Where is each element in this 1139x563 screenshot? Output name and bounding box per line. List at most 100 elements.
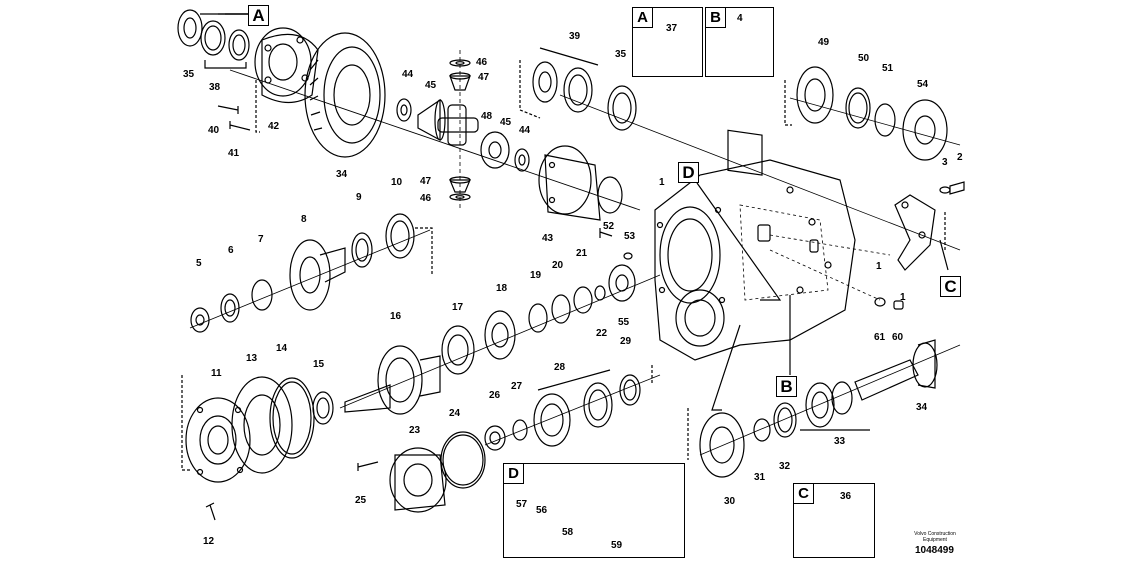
nut-5	[190, 307, 210, 333]
pinion-shaft-16	[344, 345, 441, 415]
callout-53: 53	[624, 231, 636, 242]
callout-2: 2	[957, 152, 963, 163]
bearing-39	[532, 61, 593, 113]
callout-32: 32	[779, 461, 791, 472]
callout-50: 50	[858, 53, 870, 64]
cover-13	[231, 376, 293, 474]
callout-24: 24	[449, 408, 461, 419]
callout-31: 31	[754, 472, 766, 483]
callout-39: 39	[569, 31, 581, 42]
callout-47-top: 47	[478, 72, 490, 83]
inset-b-tag: B	[705, 7, 726, 28]
callout-1-right-b: 1	[900, 292, 906, 303]
callout-35-center: 35	[615, 49, 627, 60]
spider-48	[437, 104, 479, 146]
inset-c-tag: C	[793, 483, 814, 504]
callout-40: 40	[208, 125, 220, 136]
side-gear-45a	[417, 98, 446, 142]
callout-5: 5	[196, 258, 202, 269]
bearing-49	[796, 66, 834, 124]
callout-43: 43	[542, 233, 554, 244]
ring-gear-34	[304, 32, 386, 158]
callout-27: 27	[511, 381, 523, 392]
bearing-33	[805, 381, 853, 428]
callout-54: 54	[917, 79, 929, 90]
callout-20: 20	[552, 260, 564, 271]
callout-21: 21	[576, 248, 588, 259]
brand-line-1: Volvo Construction	[914, 531, 956, 537]
inset-b-part: 4	[737, 13, 743, 24]
callout-7: 7	[258, 234, 264, 245]
callout-1-right-a: 1	[876, 261, 882, 272]
callout-61: 61	[874, 332, 886, 343]
cover-plate	[894, 194, 936, 271]
callout-23: 23	[409, 425, 421, 436]
callout-12: 12	[203, 536, 215, 547]
bearing-17	[441, 325, 475, 375]
inset-d-tag: D	[503, 463, 524, 484]
inset-a: A 37	[632, 7, 703, 77]
callout-46-top: 46	[476, 57, 488, 68]
flange-8	[289, 239, 346, 311]
callout-34-top: 34	[336, 169, 348, 180]
callout-10: 10	[391, 177, 403, 188]
cover-23	[389, 447, 447, 513]
inset-d-part-59: 59	[611, 540, 623, 551]
brand-line-2: Equipment	[923, 537, 947, 543]
ref-letter-c: C	[940, 276, 961, 297]
callout-26: 26	[489, 390, 501, 401]
callout-14: 14	[276, 343, 288, 354]
callout-25: 25	[355, 495, 367, 506]
callout-9: 9	[356, 192, 362, 203]
inset-d: D 57 56 58 59	[503, 463, 685, 558]
callout-44-b: 44	[519, 125, 531, 136]
inset-d-part-57: 57	[516, 499, 528, 510]
callout-15: 15	[313, 359, 325, 370]
callout-29: 29	[620, 336, 632, 347]
callout-55: 55	[618, 317, 630, 328]
diff-housing-43	[538, 145, 623, 221]
callout-22: 22	[596, 328, 608, 339]
inset-c: C 36	[793, 483, 875, 558]
inset-d-part-58: 58	[562, 527, 574, 538]
callout-18: 18	[496, 283, 508, 294]
bearing-35-top	[177, 9, 250, 61]
callout-46-bottom: 46	[420, 193, 432, 204]
callout-13: 13	[246, 353, 258, 364]
callout-19: 19	[530, 270, 542, 281]
inset-d-part-56: 56	[536, 505, 548, 516]
callout-45-a: 45	[425, 80, 437, 91]
callout-45-b: 45	[500, 117, 512, 128]
callout-42: 42	[268, 121, 280, 132]
callout-11: 11	[211, 368, 222, 379]
callout-47-bottom: 47	[420, 176, 432, 187]
coupling-18	[484, 310, 516, 360]
main-housing-1	[654, 159, 856, 361]
diff-housing-42	[254, 27, 319, 104]
callout-38: 38	[209, 82, 221, 93]
ref-letter-a: A	[248, 5, 269, 26]
callout-35: 35	[183, 69, 195, 80]
callout-6: 6	[228, 245, 234, 256]
callout-8: 8	[301, 214, 307, 225]
brand-label: Volvo Construction Equipment	[910, 531, 960, 543]
nut-26	[484, 425, 506, 451]
plate-4	[727, 129, 763, 176]
inset-a-tag: A	[632, 7, 653, 28]
drawing-number: 1048499	[915, 545, 954, 556]
callout-51: 51	[882, 63, 894, 74]
ref-letter-b: B	[776, 376, 797, 397]
callout-33: 33	[834, 436, 846, 447]
callout-44-a: 44	[402, 69, 414, 80]
inset-b: B 4	[705, 7, 774, 77]
bearing-35-center	[607, 85, 637, 131]
callout-28: 28	[554, 362, 566, 373]
callout-41: 41	[228, 148, 240, 159]
callout-3: 3	[942, 157, 948, 168]
ref-letter-d: D	[678, 162, 699, 183]
bearing-28	[533, 382, 613, 447]
callout-60: 60	[892, 332, 904, 343]
callout-1-housing: 1	[659, 177, 665, 188]
pinion-34	[854, 339, 938, 401]
gear-55	[608, 264, 636, 302]
